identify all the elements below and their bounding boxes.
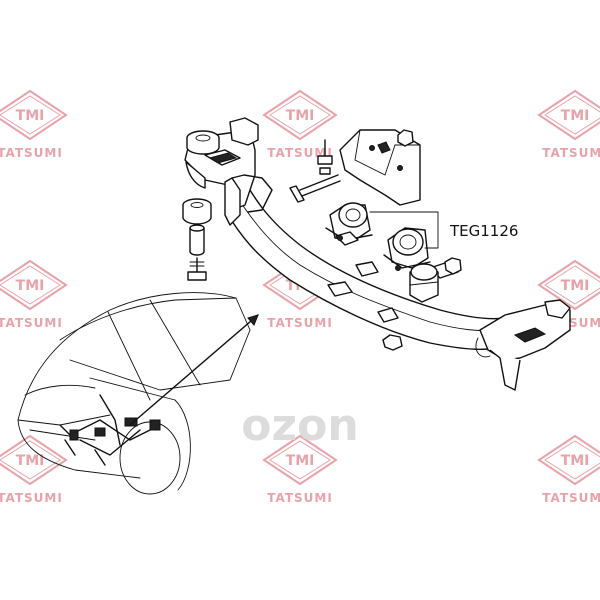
part-callout: TEG1126 (369, 211, 518, 249)
car-outline (17, 292, 259, 495)
watermark-brand-name: TATSUMI (0, 491, 63, 505)
engine-mounts (325, 202, 439, 303)
watermark-mark: TMI TATSUMI (537, 89, 600, 160)
watermark-brand-mark: TMI (16, 278, 45, 294)
watermark-brand-name: TATSUMI (542, 146, 600, 160)
watermark-mark: TMI TATSUMI (537, 434, 600, 505)
watermark-brand-mark: TMI (286, 108, 315, 124)
part-number-label: TEG1126 (449, 222, 518, 240)
watermark-brand-mark: TMI (561, 108, 590, 124)
watermark-mark: TMI TATSUMI (0, 89, 68, 160)
watermark-mark: TMI TATSUMI (0, 434, 68, 505)
watermark-mark: TMI TATSUMI (262, 89, 338, 160)
hardware-right (289, 129, 462, 351)
mount-lower (383, 227, 431, 271)
watermark-diamond-icon (0, 259, 68, 311)
logo: ozon (241, 400, 358, 451)
watermark-diamond-icon (537, 259, 600, 311)
watermark-diamond-icon (262, 434, 338, 486)
watermark-brand-name: TATSUMI (267, 491, 333, 505)
watermark-diamond-icon (0, 434, 68, 486)
watermark-brand-mark: TMI (561, 278, 590, 294)
watermark-diamond-icon (537, 89, 600, 141)
watermark-brand-name: TATSUMI (542, 491, 600, 505)
mount-upper (325, 202, 373, 246)
mount-small (409, 263, 439, 303)
watermark-mark: TMI TATSUMI (262, 434, 338, 505)
watermark-mark: TMI TATSUMI (0, 259, 68, 330)
watermark-brand-mark: TMI (16, 108, 45, 124)
watermark-brand-mark: TMI (286, 453, 315, 469)
watermark-brand-name: TATSUMI (267, 316, 333, 330)
watermark-brand-name: TATSUMI (0, 146, 63, 160)
crossmember (184, 117, 571, 391)
logo-text: ozon (241, 400, 358, 451)
watermark-brand-mark: TMI (16, 453, 45, 469)
watermark-diamond-icon (0, 89, 68, 141)
watermark-diamond-icon (262, 89, 338, 141)
hardware-left (182, 130, 220, 281)
watermark-brand-name: TATSUMI (267, 146, 333, 160)
watermark-brand-name: TATSUMI (0, 316, 63, 330)
watermark-diamond-icon (537, 434, 600, 486)
watermark-brand-mark: TMI (561, 453, 590, 469)
